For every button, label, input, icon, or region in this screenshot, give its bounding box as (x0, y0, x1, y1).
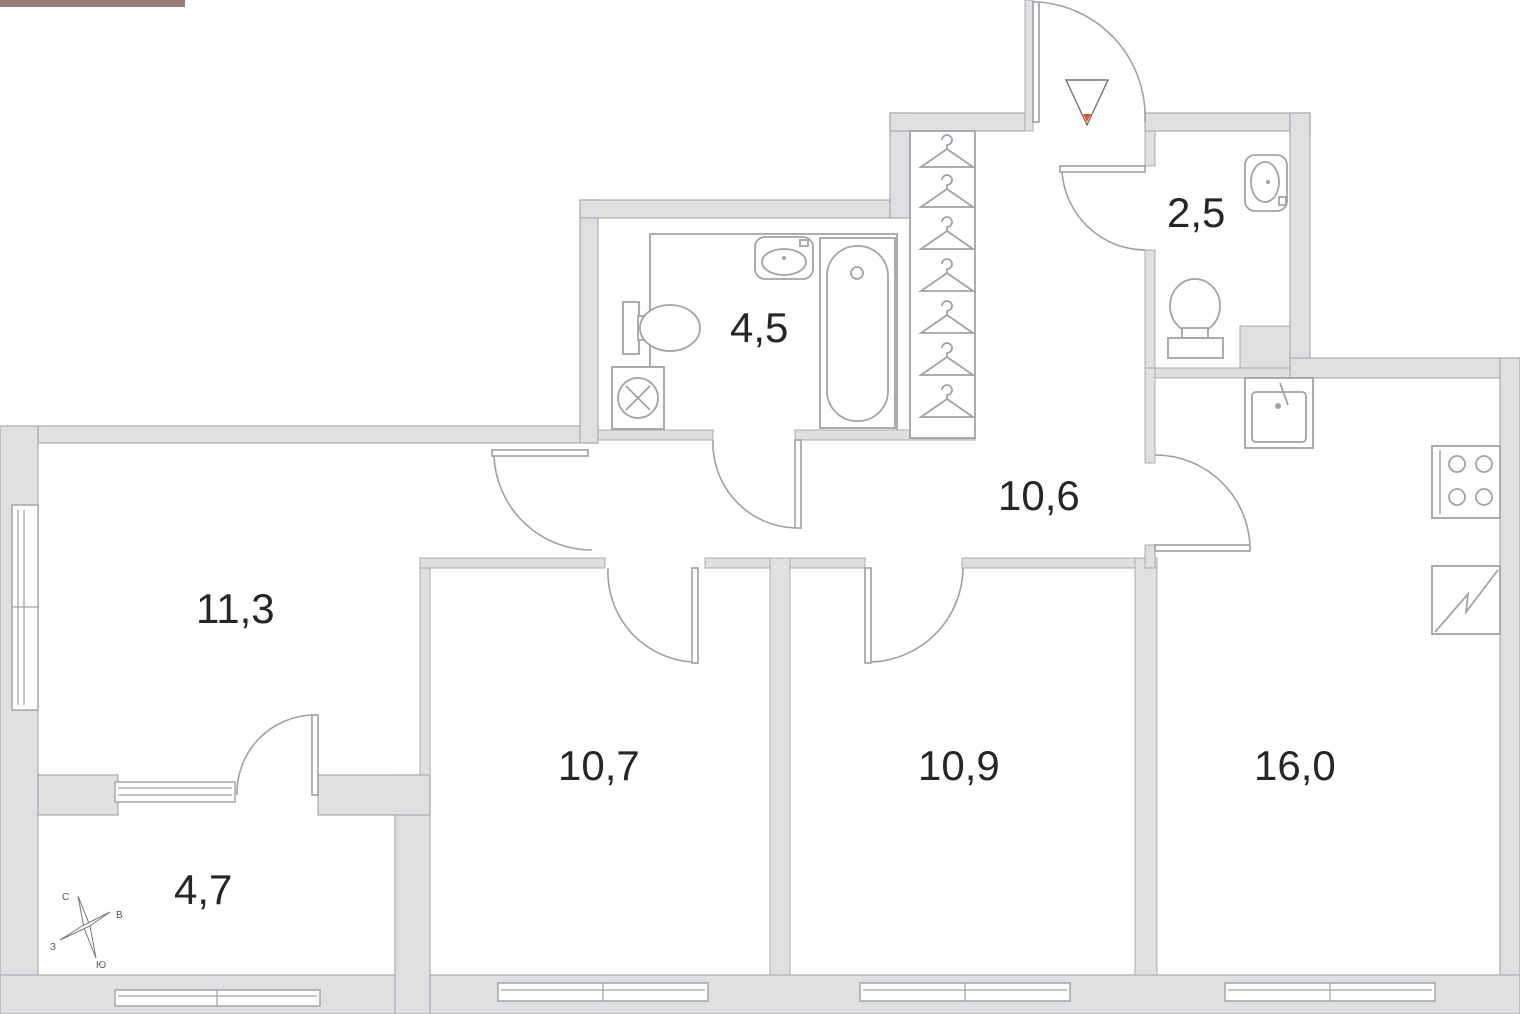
toilet-icon (622, 301, 701, 355)
compass-east: В (116, 910, 123, 921)
room-area-hallway: 10,6 (998, 472, 1080, 519)
balcony-door[interactable] (236, 714, 319, 796)
washbasin-icon (1244, 154, 1288, 212)
wardrobe (909, 130, 976, 439)
doors (236, 1, 1251, 796)
compass-north: С (62, 892, 69, 903)
windows (11, 504, 1436, 1007)
window-balcony-inner (114, 781, 236, 803)
sink-icon (1244, 377, 1314, 449)
kitchen-fixtures (1244, 377, 1501, 635)
brand-accent-bar (0, 0, 185, 7)
entrance-arrow-icon (1064, 79, 1110, 127)
fridge-icon (1431, 565, 1501, 635)
compass-icon: С В Ю З (50, 892, 123, 971)
stove-icon (1431, 445, 1501, 519)
bedroom-1-door[interactable] (607, 567, 699, 664)
bedroom-2-door[interactable] (864, 567, 964, 664)
hanger-icon (918, 134, 976, 418)
bathroom-door[interactable] (712, 439, 802, 529)
window-bedroom-2 (859, 982, 1071, 1002)
window-living-room (11, 504, 39, 711)
window-kitchen (1224, 982, 1436, 1002)
toilet-room-fixtures (1167, 154, 1288, 359)
room-area-bathroom: 4,5 (730, 304, 788, 351)
room-area-kitchen: 16,0 (1254, 742, 1336, 789)
toilet-icon (1167, 278, 1224, 359)
toilet-door[interactable] (1059, 165, 1146, 251)
living-room-door[interactable] (491, 449, 593, 551)
bathroom-fixtures (611, 233, 898, 430)
window-balcony-outer (114, 989, 321, 1007)
entrance-door[interactable] (1032, 1, 1146, 123)
washing-machine-icon (611, 366, 665, 430)
kitchen-door[interactable] (1154, 454, 1251, 552)
room-area-living-room: 11,3 (196, 585, 275, 632)
bathtub-icon (819, 237, 896, 429)
compass-west: З (50, 942, 56, 953)
window-bedroom-1 (497, 982, 709, 1002)
compass-south: Ю (96, 960, 106, 971)
room-area-bedroom-1: 10,7 (558, 742, 640, 789)
area-labels: 4,5 2,5 10,6 11,3 4,7 10,7 10,9 16,0 (174, 189, 1336, 913)
room-area-bedroom-2: 10,9 (918, 742, 1000, 789)
room-area-balcony: 4,7 (174, 866, 232, 913)
washbasin-icon (754, 236, 814, 280)
room-area-toilet: 2,5 (1167, 189, 1225, 236)
